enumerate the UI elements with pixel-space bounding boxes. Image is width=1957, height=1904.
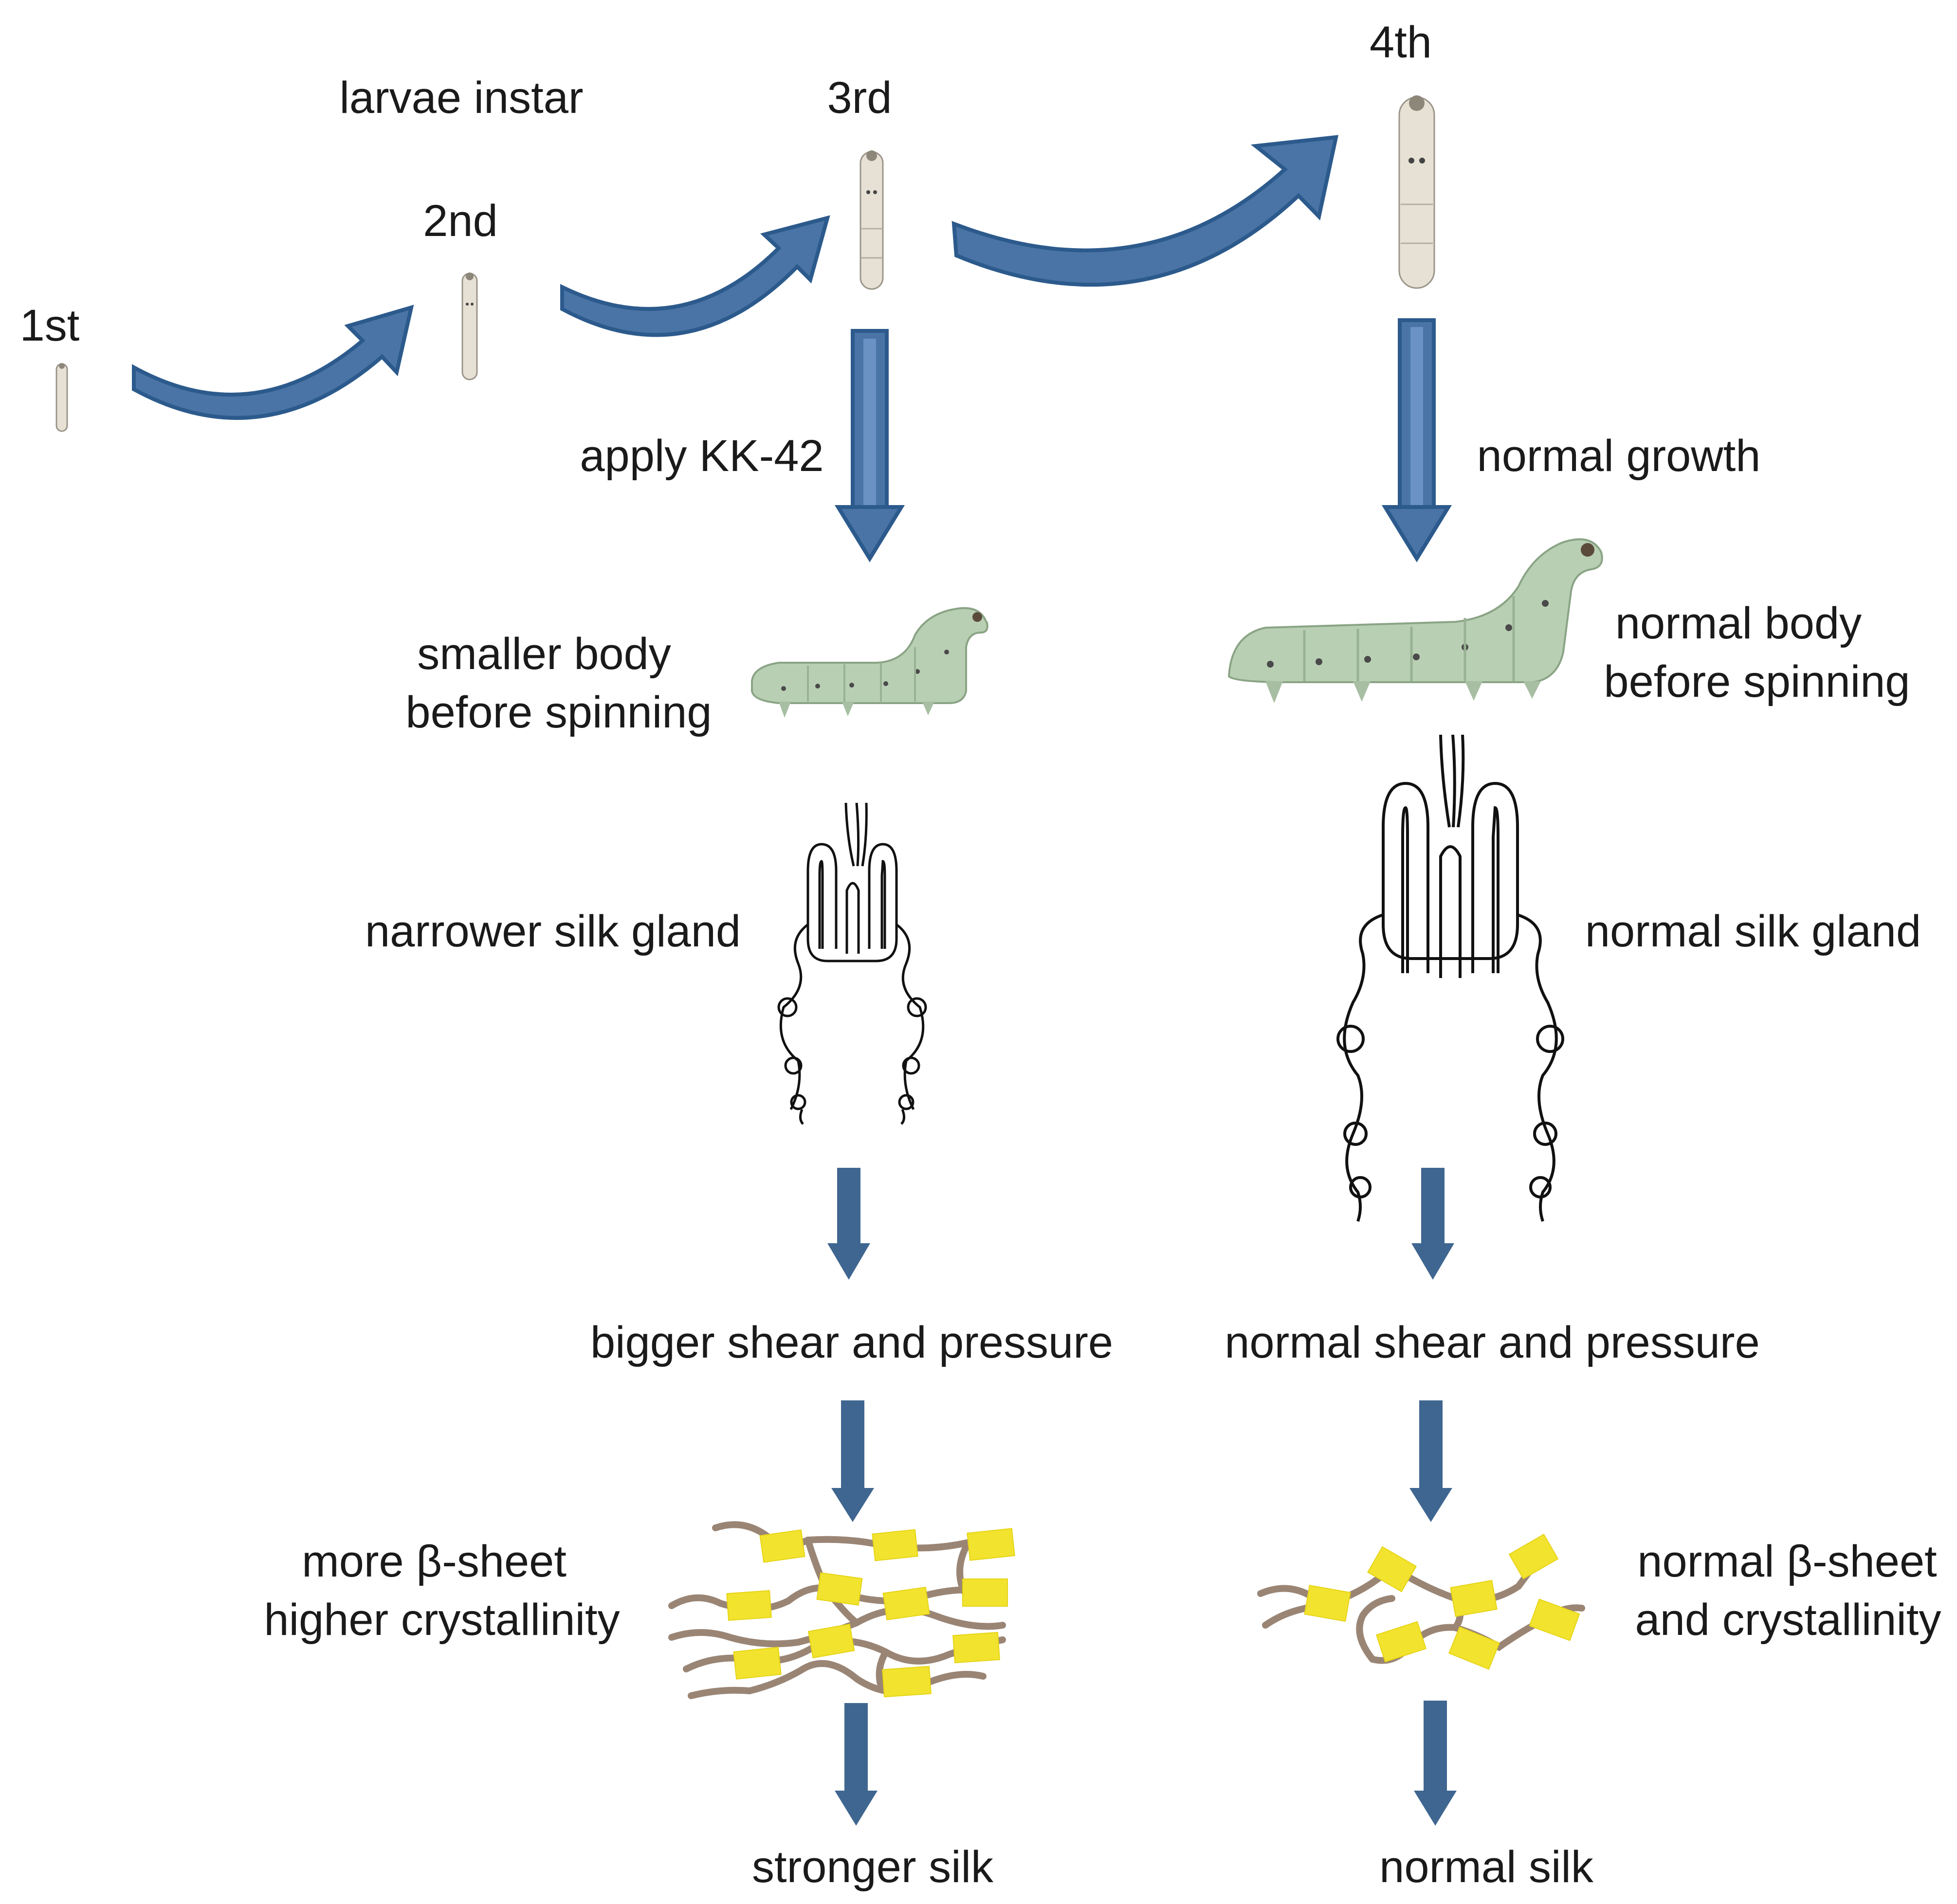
larva-small-before-spinning [751,607,988,718]
label-normal-growth: normal growth [1477,431,1761,481]
down-arrow-apply-kk42 [834,329,905,562]
small-arrow-right-gland-to-shear [1411,1168,1454,1280]
instar-heading: larvae instar [339,73,583,123]
larva-3rd-instar [860,150,884,290]
label-smaller-body-line1: smaller body [417,629,671,679]
label-normal-gland: normal silk gland [1585,907,1921,956]
label-higher-crystallinity: higher crystallinity [264,1595,620,1645]
larva-1st-instar [55,363,68,432]
silk-gland-narrow [777,802,927,1125]
label-smaller-body-line2: before spinning [405,688,712,737]
curved-arrow-1-to-2 [132,305,414,420]
label-more-beta-sheet: more β-sheet [302,1537,567,1586]
curved-arrow-3-to-4 [951,135,1339,287]
label-normal-shear: normal shear and pressure [1225,1318,1759,1367]
down-arrow-normal-growth [1381,318,1452,562]
instar-label-4th: 4th [1370,18,1432,67]
label-normal-body-line1: normal body [1615,598,1862,648]
instar-label-3rd: 3rd [827,73,892,123]
beta-sheet-normal [1257,1534,1585,1670]
label-normal-body-line2: before spinning [1604,657,1910,707]
small-arrow-right-structure-to-result [1414,1701,1457,1826]
small-arrow-right-shear-to-structure [1409,1400,1452,1522]
label-apply-kk42: apply KK-42 [580,431,823,481]
larva-4th-instar [1398,95,1435,289]
label-normal-silk: normal silk [1379,1842,1594,1892]
label-normal-crystallinity: and crystallinity [1635,1595,1941,1645]
larva-normal-before-spinning [1227,538,1603,703]
beta-sheet-dense [668,1521,1015,1699]
small-arrow-left-structure-to-result [835,1703,878,1826]
larva-2nd-instar [461,272,478,381]
small-arrow-left-gland-to-shear [827,1168,870,1280]
label-narrower-gland: narrower silk gland [365,907,741,956]
label-stronger-silk: stronger silk [752,1842,994,1892]
instar-label-2nd: 2nd [423,196,498,246]
silk-gland-normal [1336,734,1564,1222]
curved-arrow-2-to-3 [560,215,830,337]
small-arrow-left-shear-to-structure [831,1400,874,1522]
instar-label-1st: 1st [20,301,80,350]
label-normal-beta-sheet: normal β-sheet [1637,1537,1937,1586]
label-bigger-shear: bigger shear and pressure [590,1318,1113,1367]
